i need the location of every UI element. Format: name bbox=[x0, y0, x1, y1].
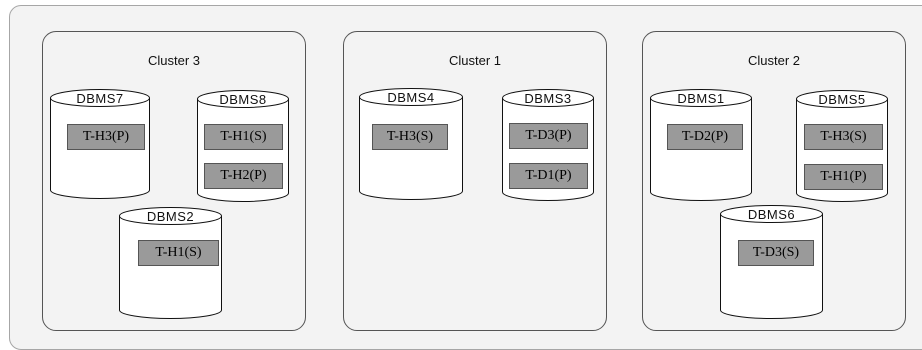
table-item: T-D3(S) bbox=[738, 240, 814, 266]
cluster-title: Cluster 2 bbox=[747, 53, 801, 68]
db-cylinder-dbms8: DBMS8 T-H1(S) T-H2(P) bbox=[197, 90, 289, 202]
cluster-title: Cluster 3 bbox=[147, 53, 201, 68]
db-label: DBMS2 bbox=[146, 209, 195, 224]
db-cylinder-dbms3: DBMS3 T-D3(P) T-D1(P) bbox=[502, 89, 594, 201]
db-label: DBMS8 bbox=[219, 92, 267, 107]
db-cylinder-dbms5: DBMS5 T-H3(S) T-H1(P) bbox=[796, 90, 888, 202]
table-item: T-H3(S) bbox=[372, 124, 448, 150]
table-item: T-D1(P) bbox=[509, 163, 588, 189]
db-cylinder-dbms1: DBMS1 T-D2(P) bbox=[650, 89, 752, 201]
table-item: T-H1(S) bbox=[138, 240, 219, 266]
db-label: DBMS3 bbox=[524, 91, 572, 106]
table-item: T-H1(P) bbox=[804, 164, 883, 190]
table-item: T-H3(S) bbox=[804, 124, 883, 150]
table-item: T-D2(P) bbox=[667, 124, 743, 150]
db-label: DBMS7 bbox=[76, 91, 124, 106]
db-label: DBMS6 bbox=[747, 207, 796, 222]
table-item: T-H1(S) bbox=[204, 124, 283, 150]
table-item: T-H3(P) bbox=[67, 124, 145, 150]
table-item: T-H2(P) bbox=[204, 163, 283, 189]
db-label: DBMS4 bbox=[387, 90, 435, 105]
db-label: DBMS1 bbox=[677, 91, 725, 106]
cluster-title: Cluster 1 bbox=[448, 53, 502, 68]
db-cylinder-dbms2: DBMS2 T-H1(S) bbox=[119, 207, 222, 319]
db-cylinder-dbms7: DBMS7 T-H3(P) bbox=[50, 89, 150, 199]
db-label: DBMS5 bbox=[818, 92, 866, 107]
db-cylinder-dbms4: DBMS4 T-H3(S) bbox=[359, 88, 463, 200]
db-cylinder-dbms6: DBMS6 T-D3(S) bbox=[720, 205, 823, 319]
table-item: T-D3(P) bbox=[509, 123, 588, 149]
